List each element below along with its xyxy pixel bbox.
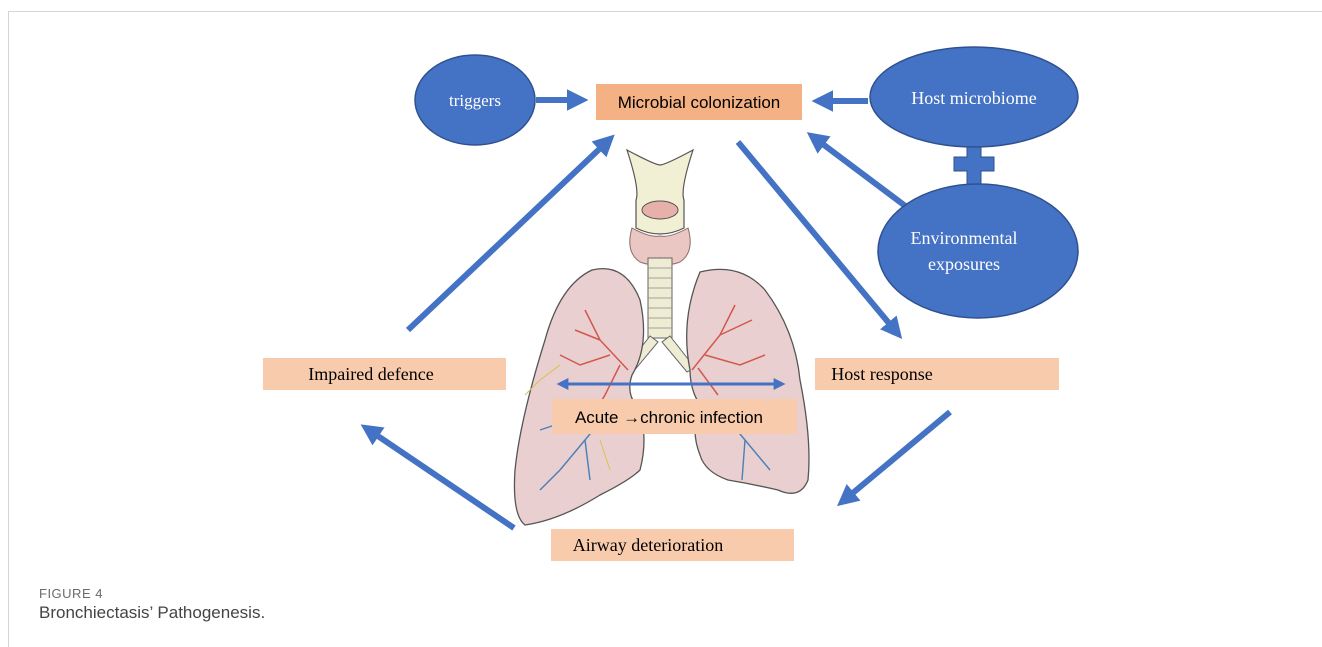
airway-deterioration-label: Airway deterioration (573, 535, 723, 555)
arrow-host-response-to-airway (842, 412, 950, 502)
host-response-label: Host response (831, 364, 933, 384)
plus-icon (954, 142, 994, 186)
node-airway-deterioration: Airway deterioration (551, 529, 794, 561)
environmental-label-line2: exposures (928, 254, 1000, 274)
impaired-defence-label: Impaired defence (308, 364, 433, 384)
node-impaired-defence: Impaired defence (263, 358, 506, 390)
pathogenesis-diagram: triggers Host microbiome Environmental e… (0, 0, 1322, 580)
lungs-illustration (514, 150, 809, 525)
node-triggers: triggers (415, 55, 535, 145)
infection-label: Acute →chronic infection (575, 408, 763, 427)
arrow-environment-to-colonization (812, 136, 908, 208)
node-host-microbiome: Host microbiome (870, 47, 1078, 147)
node-infection: Acute →chronic infection (552, 399, 797, 434)
triggers-label: triggers (449, 91, 501, 110)
host-microbiome-label: Host microbiome (911, 88, 1036, 108)
figure-label: FIGURE 4 (39, 586, 103, 601)
arrow-airway-to-impaired-defence (366, 428, 514, 528)
environmental-label-line1: Environmental (911, 228, 1018, 248)
figure-caption: Bronchiectasis’ Pathogenesis. (39, 603, 265, 623)
node-microbial-colonization: Microbial colonization (596, 84, 802, 120)
node-environmental-exposures: Environmental exposures (878, 184, 1078, 318)
node-host-response: Host response (815, 358, 1059, 390)
microbial-colonization-label: Microbial colonization (618, 93, 781, 112)
